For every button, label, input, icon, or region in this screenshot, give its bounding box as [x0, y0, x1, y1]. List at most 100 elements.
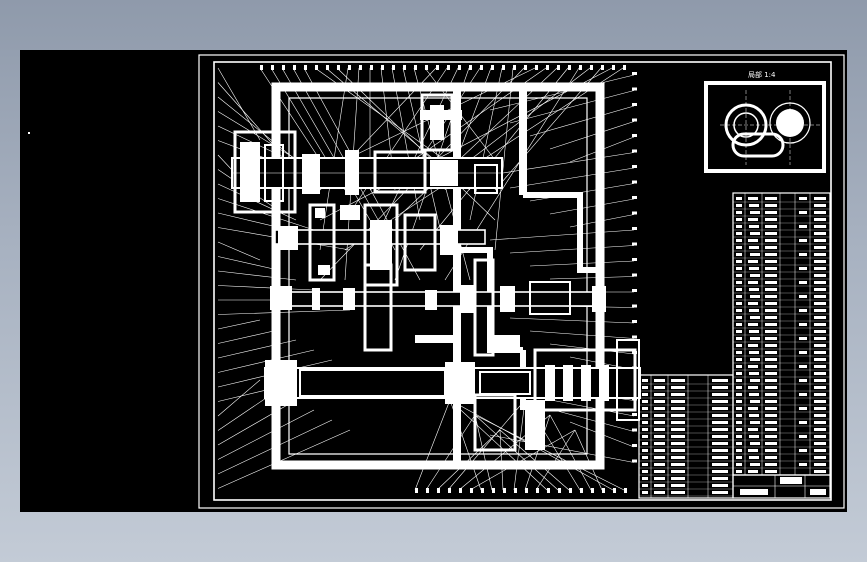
table-cell	[749, 309, 759, 312]
leader-line	[549, 121, 635, 150]
table-cell	[736, 232, 742, 235]
leader-line	[549, 276, 635, 280]
table-cell	[814, 400, 826, 403]
part-mark	[632, 459, 637, 463]
table-cell	[654, 421, 665, 424]
table-cell	[671, 386, 685, 389]
part-mark	[458, 65, 461, 70]
table-cell	[712, 400, 728, 403]
table-cell	[654, 393, 665, 396]
table-cell	[765, 386, 777, 389]
part-mark	[613, 488, 616, 493]
table-cell	[642, 435, 648, 438]
leader-line	[474, 414, 493, 491]
leader-line	[217, 399, 297, 446]
table-cell	[799, 211, 807, 214]
table-cell	[765, 344, 777, 347]
leader-line	[336, 67, 496, 221]
table-cell	[765, 267, 777, 270]
table-cell	[765, 428, 777, 431]
leader-line	[217, 67, 261, 141]
leader-line	[217, 319, 261, 330]
table-cell	[765, 358, 777, 361]
table-cell	[736, 267, 742, 270]
table-cell	[642, 484, 648, 487]
table-cell	[736, 330, 742, 333]
leader-line	[499, 429, 570, 491]
table-cell	[736, 351, 742, 354]
leader-line	[529, 330, 635, 339]
leader-line	[509, 90, 635, 124]
cad-viewport[interactable]: 局部 1:4	[20, 50, 847, 512]
table-cell	[671, 477, 685, 480]
table-cell	[750, 232, 760, 235]
table-cell	[814, 295, 826, 298]
table-cell	[765, 246, 777, 249]
part-mark	[632, 118, 637, 122]
part-mark	[580, 488, 583, 493]
table-cell	[736, 337, 742, 340]
table-cell	[749, 414, 759, 417]
table-cell	[765, 323, 777, 326]
table-cell	[814, 253, 826, 256]
part-mark	[414, 65, 417, 70]
part-mark	[304, 65, 307, 70]
part-mark	[632, 304, 637, 308]
table-cell	[712, 449, 728, 452]
table-cell	[765, 232, 777, 235]
sheet-outer-border	[198, 54, 845, 509]
part-mark	[524, 65, 527, 70]
table-cell	[748, 449, 758, 452]
table-cell	[736, 400, 742, 403]
part-mark	[348, 65, 351, 70]
leader-line	[394, 67, 558, 221]
table-cell	[814, 456, 826, 459]
table-cell	[736, 225, 742, 228]
table-cell	[814, 449, 826, 452]
table-cell	[654, 456, 665, 459]
table-cell	[765, 218, 777, 221]
table-cell	[814, 246, 826, 249]
part-mark	[392, 65, 395, 70]
leader-line	[449, 399, 548, 491]
table-cell	[736, 204, 742, 207]
table-cell	[748, 428, 758, 431]
table-cell	[654, 449, 665, 452]
part-mark	[632, 428, 637, 432]
part-mark	[513, 65, 516, 70]
table-cell	[765, 295, 777, 298]
table-cell	[642, 386, 648, 389]
part-mark	[632, 320, 637, 323]
detail-view: 局部 1:4	[704, 70, 826, 173]
output-shaft	[264, 339, 641, 452]
table-cell	[814, 407, 826, 410]
table-cell	[765, 281, 777, 284]
table-cell	[799, 435, 807, 438]
table-cell	[799, 393, 807, 396]
table-cell	[671, 456, 685, 459]
part-mark	[624, 488, 627, 493]
table-cell	[765, 449, 777, 452]
part-mark	[491, 65, 494, 70]
table-cell	[765, 379, 777, 382]
table-cell	[799, 379, 807, 382]
part-mark	[591, 488, 594, 493]
table-cell	[814, 225, 826, 228]
table-cell	[750, 295, 760, 298]
part-mark	[590, 65, 593, 70]
part-mark	[602, 488, 605, 493]
parts-list-table	[732, 192, 831, 476]
table-cell	[736, 442, 742, 445]
part-mark	[502, 65, 505, 70]
leader-line	[474, 414, 625, 491]
leader-line	[474, 414, 559, 491]
leader-line	[217, 285, 315, 291]
table-cell	[736, 309, 742, 312]
table-cell	[654, 442, 665, 445]
table-cell	[799, 421, 807, 424]
table-cell	[671, 407, 685, 410]
table-cell	[748, 239, 758, 242]
part-mark	[326, 65, 329, 70]
table-cell	[736, 218, 742, 221]
table-cell	[750, 442, 760, 445]
